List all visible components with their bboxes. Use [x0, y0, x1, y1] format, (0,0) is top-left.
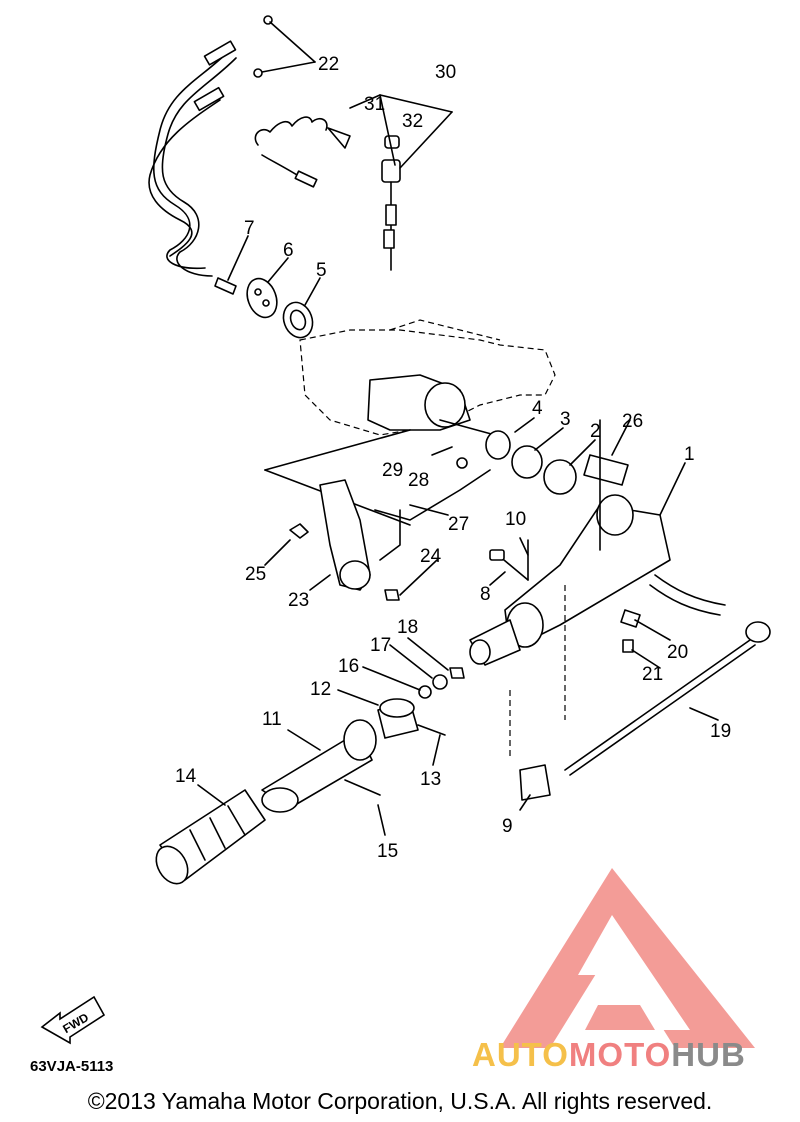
part-label-32: 32	[402, 111, 423, 132]
watermark-brand: AUTOMOTOHUB	[472, 1036, 746, 1074]
watermark-logo	[500, 868, 755, 1048]
lower-bracket	[289, 446, 491, 601]
part-label-5: 5	[316, 260, 327, 281]
part-label-15: 15	[377, 841, 398, 862]
part-label-24: 24	[420, 546, 442, 567]
part-label-22: 22	[318, 54, 339, 75]
part-label-3: 3	[560, 409, 571, 430]
part-label-21: 21	[642, 664, 663, 685]
part-label-27: 27	[448, 514, 469, 535]
part-label-28: 28	[408, 470, 429, 491]
part-label-9: 9	[502, 816, 513, 837]
stop-switch-assembly	[254, 94, 453, 271]
part-label-1: 1	[684, 444, 695, 465]
part-label-13: 13	[420, 769, 441, 790]
copyright-text: ©2013 Yamaha Motor Corporation, U.S.A. A…	[87, 1088, 713, 1114]
brand-moto: MOTO	[568, 1036, 672, 1073]
bracket-parts	[214, 277, 314, 339]
part-label-8: 8	[480, 584, 491, 605]
part-label-10: 10	[505, 509, 526, 530]
part-label-31: 31	[364, 94, 385, 115]
part-label-14: 14	[175, 766, 197, 787]
fwd-arrow-icon: FWD	[40, 993, 110, 1050]
part-label-30: 30	[435, 62, 456, 83]
part-labels: 1 2 3 4 5 6 7 8 9 10 11 12 13 14 15 16 1…	[175, 54, 731, 862]
brand-hub: HUB	[671, 1036, 746, 1073]
tiller-mount	[264, 374, 629, 526]
part-label-20: 20	[667, 642, 688, 663]
part-label-11: 11	[262, 709, 282, 730]
part-label-16: 16	[338, 656, 359, 677]
part-label-18: 18	[397, 617, 418, 638]
part-label-17: 17	[370, 635, 391, 656]
part-label-26: 26	[622, 411, 643, 432]
part-label-19: 19	[710, 721, 731, 742]
part-label-29: 29	[382, 460, 403, 481]
part-label-7: 7	[244, 218, 255, 239]
part-label-4: 4	[532, 398, 543, 419]
swivel-bracket-outline	[299, 319, 556, 436]
throttle-cables	[148, 15, 316, 277]
part-label-2: 2	[590, 421, 601, 442]
friction-parts	[489, 539, 771, 801]
part-label-23: 23	[288, 590, 309, 611]
part-label-12: 12	[310, 679, 331, 700]
leader-lines	[197, 235, 719, 836]
part-label-25: 25	[245, 564, 266, 585]
tiller-handle	[469, 419, 671, 760]
brand-auto: AUTO	[472, 1036, 569, 1073]
grip-parts	[155, 667, 465, 885]
drawing-code: 63VJA-5113	[30, 1058, 114, 1075]
part-label-6: 6	[283, 240, 294, 261]
